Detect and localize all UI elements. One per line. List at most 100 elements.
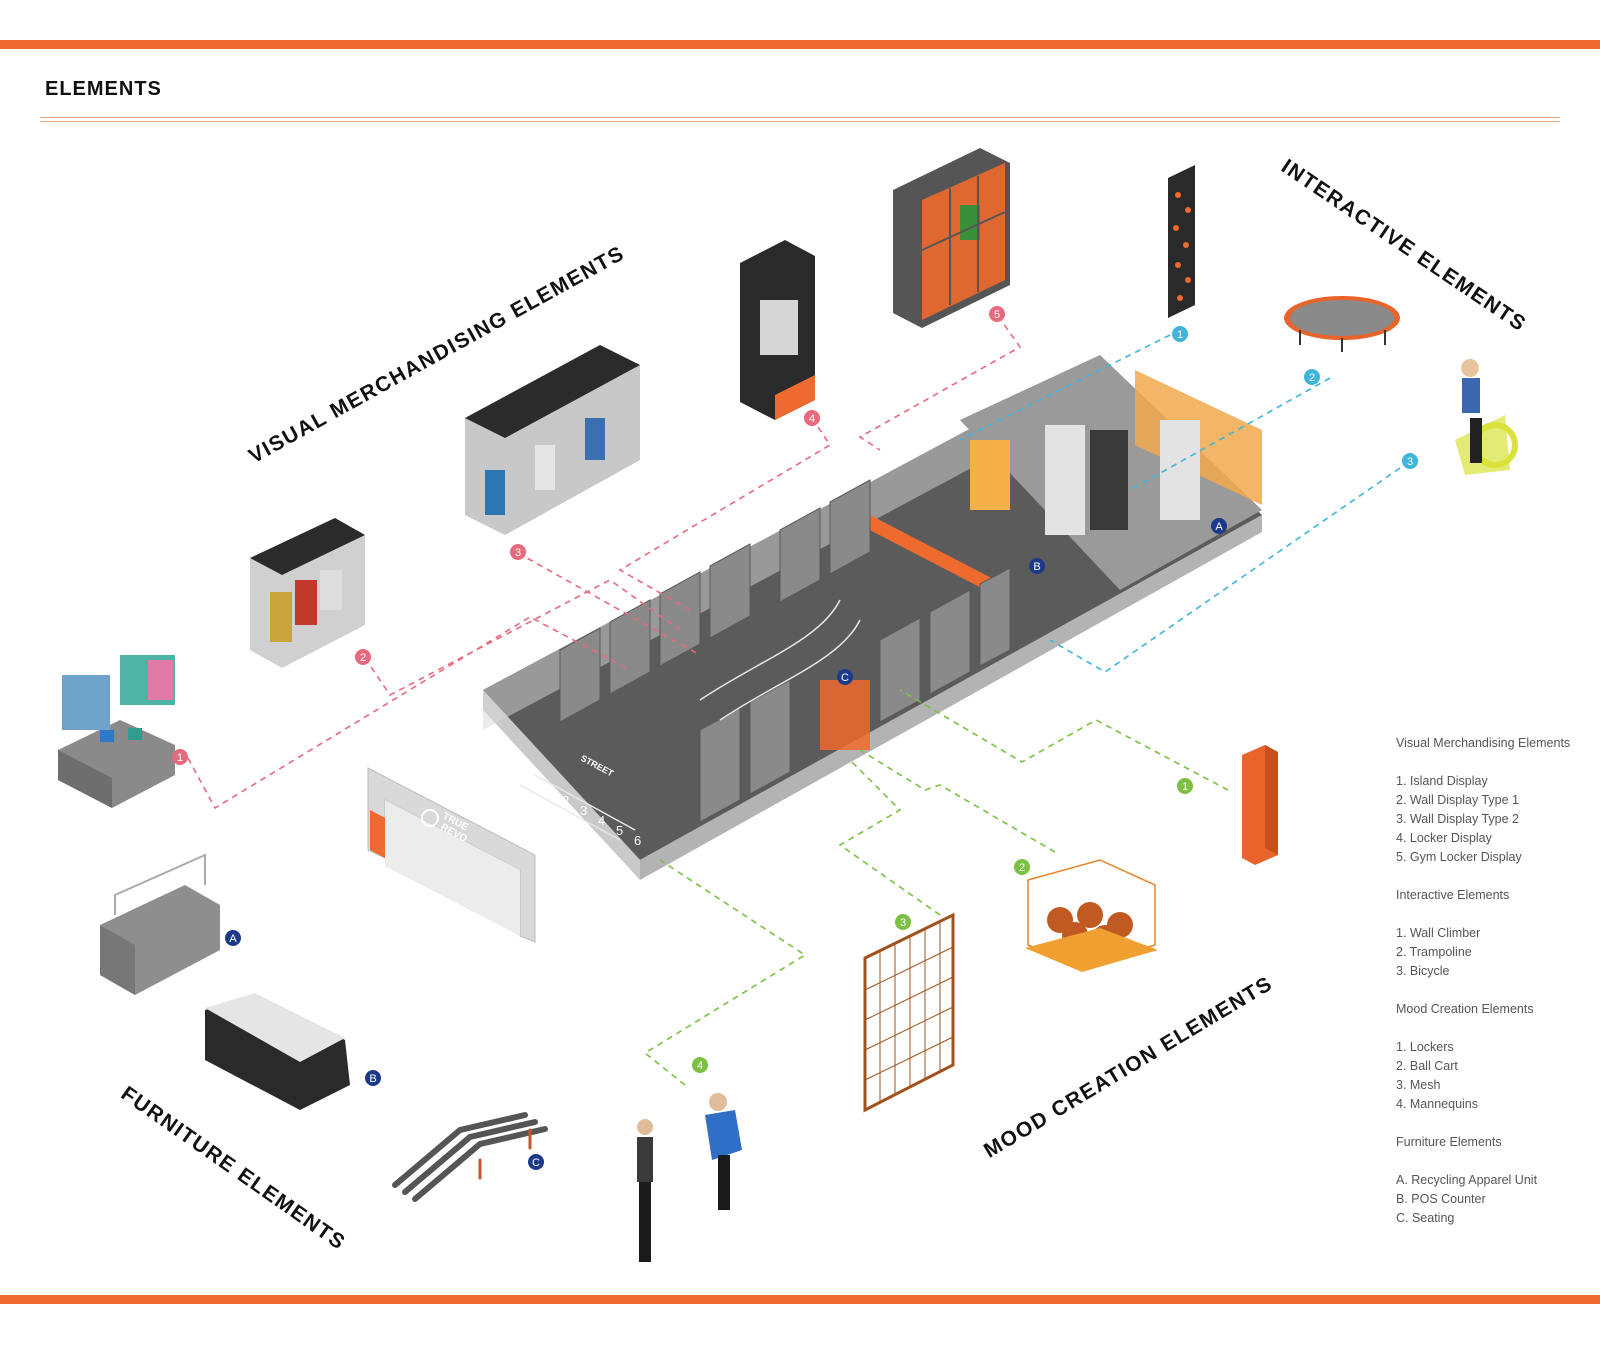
legend-group-visual: Visual Merchandising Elements 1. Island … [1396, 734, 1596, 867]
lane-number: 4 [598, 813, 605, 828]
floor-lane-numbers: 1 2 3 4 5 6 [545, 783, 641, 848]
marker-furniture-c-in-store [837, 669, 853, 685]
brand-logo-icon [421, 809, 439, 827]
store-front-wall [640, 515, 1262, 880]
mesh-panel [863, 912, 955, 1113]
ball-cart [1025, 859, 1158, 972]
marker-mood-1 [1177, 778, 1193, 794]
marker-furniture-a-in-store-label: A [1215, 521, 1223, 533]
mood-connectors [643, 689, 1229, 1086]
marker-visual-5-label: 5 [994, 309, 1000, 321]
visual-markers: 1 2 3 4 5 [172, 306, 1005, 765]
marker-mood-3 [895, 914, 911, 930]
visual-connectors [187, 315, 1022, 810]
marker-furniture-b-label: B [369, 1073, 376, 1085]
entrance-portal: TRUE REVO [367, 767, 536, 943]
mood-markers: 1 2 3 4 [692, 778, 1193, 1073]
trampoline [1284, 296, 1400, 352]
marker-mood-4 [692, 1057, 708, 1073]
marker-furniture-b-in-store-label: B [1033, 561, 1040, 573]
marker-visual-5 [989, 306, 1005, 322]
wall-climber [1168, 165, 1195, 318]
legend-item: 5. Gym Locker Display [1396, 850, 1522, 864]
orange-cage [820, 680, 870, 750]
legend-item: B. POS Counter [1396, 1192, 1486, 1206]
bottom-accent-bar [0, 1295, 1600, 1304]
lane-number: 3 [580, 803, 587, 818]
marker-visual-2-label: 2 [360, 652, 366, 664]
lane-number: 2 [562, 793, 569, 808]
marker-furniture-b [365, 1070, 381, 1086]
legend-item: 1. Lockers [1396, 1040, 1454, 1054]
marker-visual-4-label: 4 [809, 413, 815, 425]
wall-display-type-2 [465, 345, 640, 535]
marker-interactive-1-label: 1 [1177, 329, 1183, 341]
legend-group-interactive: Interactive Elements 1. Wall Climber 2. … [1396, 886, 1596, 981]
marker-mood-2 [1014, 859, 1030, 875]
legend-item: 4. Mannequins [1396, 1097, 1479, 1111]
legend-item: 3. Bicycle [1396, 964, 1450, 978]
marker-visual-3-label: 3 [515, 547, 521, 559]
bicycle [1455, 359, 1518, 475]
marker-furniture-a [225, 930, 241, 946]
mannequins [637, 1093, 742, 1262]
marker-interactive-3-label: 3 [1407, 456, 1413, 468]
marker-mood-3-label: 3 [900, 917, 906, 929]
legend-item: A. Recycling Apparel Unit [1396, 1173, 1538, 1187]
top-accent-bar [0, 40, 1600, 49]
marker-furniture-a-label: A [229, 933, 237, 945]
marker-mood-2-label: 2 [1019, 862, 1025, 874]
store-left-wall [483, 690, 640, 880]
legend-group-title: Interactive Elements [1396, 888, 1510, 902]
running-track [519, 599, 861, 841]
legend-group-title: Visual Merchandising Elements [1396, 736, 1571, 750]
marker-interactive-3 [1402, 453, 1418, 469]
orange-floor-band [860, 515, 1005, 595]
orange-highlight-wall [970, 440, 1010, 510]
legend-item: 3. Mesh [1396, 1078, 1441, 1092]
legend-item: 2. Ball Cart [1396, 1059, 1458, 1073]
legend-item: 1. Island Display [1396, 774, 1488, 788]
marker-visual-2 [355, 649, 371, 665]
legend-item: 3. Wall Display Type 2 [1396, 812, 1519, 826]
legend-item: 4. Locker Display [1396, 831, 1492, 845]
marker-furniture-a-in-store [1211, 518, 1227, 534]
marker-mood-4-label: 4 [697, 1060, 703, 1072]
locker-display [740, 240, 815, 420]
wall-display-type-1 [250, 518, 365, 668]
marker-interactive-1 [1172, 326, 1188, 342]
title-rule-upper [40, 117, 1560, 118]
marker-furniture-c-in-store-label: C [841, 672, 849, 684]
island-display [58, 655, 175, 808]
locker-rows [559, 479, 1011, 823]
marker-visual-3 [510, 544, 526, 560]
room-wall-1 [1045, 425, 1085, 535]
recycling-apparel-unit [100, 853, 220, 995]
pos-counter [205, 993, 350, 1110]
furniture-markers: A B C A B C [225, 518, 1227, 1170]
marker-visual-4 [804, 410, 820, 426]
gym-locker-display [893, 148, 1010, 328]
legend-group-furniture: Furniture Elements A. Recycling Apparel … [1396, 1133, 1596, 1228]
interactive-connectors [959, 334, 1401, 673]
marker-furniture-b-in-store [1029, 558, 1045, 574]
legend-item: C. Seating [1396, 1211, 1455, 1225]
lockers-unit [1242, 745, 1278, 865]
marker-visual-1-label: 1 [177, 752, 183, 764]
seating [392, 1112, 548, 1202]
room-wall-2 [1090, 430, 1128, 530]
legend: Visual Merchandising Elements 1. Island … [1396, 734, 1596, 1247]
legend-item: 2. Wall Display Type 1 [1396, 793, 1519, 807]
legend-group-mood: Mood Creation Elements 1. Lockers 2. Bal… [1396, 1000, 1596, 1114]
page-title: ELEMENTS [45, 78, 162, 100]
legend-group-title: Mood Creation Elements [1396, 1002, 1534, 1016]
legend-group-title: Furniture Elements [1396, 1135, 1502, 1149]
legend-item: 2. Trampoline [1396, 945, 1472, 959]
marker-furniture-c [528, 1154, 544, 1170]
marker-visual-1 [172, 749, 188, 765]
store-axonometric: 1 2 3 4 5 6 STREET [483, 355, 1262, 880]
legend-item: 1. Wall Climber [1396, 926, 1481, 940]
lane-number: 6 [634, 833, 641, 848]
marker-interactive-2 [1304, 369, 1320, 385]
